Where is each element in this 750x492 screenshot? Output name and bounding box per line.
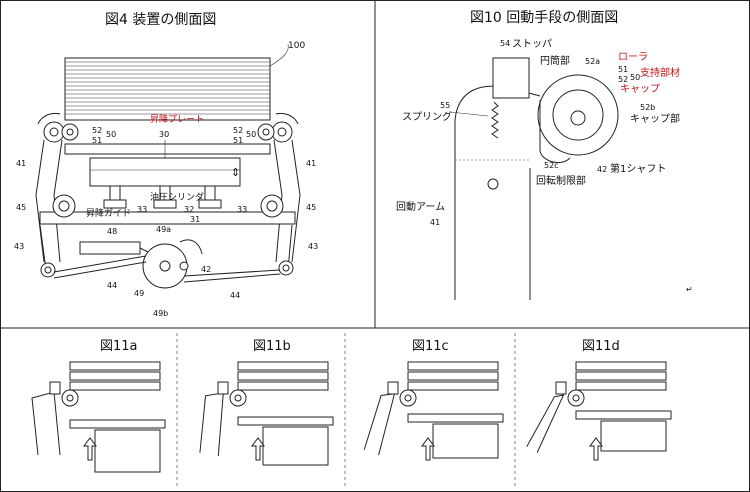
label-52-left: 52 [92,126,102,135]
label-43-left: 43 [14,242,24,251]
fig11b-title: 図11b [253,339,291,354]
fig4-hydraulic-cylinder [79,241,141,255]
label-spring: スプリング [402,110,452,123]
label-55: 55 [440,101,450,110]
fig4-cylinder-block [89,157,241,187]
label-42: 42 [597,165,607,174]
fig4-roller-left [37,112,79,143]
fig11c-title: 図11c [412,339,449,354]
fig4-lift-plate [64,143,271,155]
label-rotating-arm: 回動アーム [396,200,445,213]
fig4-arm-right [291,139,301,263]
label-52a: 52a [585,57,600,66]
label-lift-guide: 昇降ガイド [86,207,131,219]
label-hydraulic-cylinder: 油圧シリンダ [150,191,204,203]
up-down-arrow: ⇕ [231,166,240,179]
label-support-member: 支持部材 [640,66,680,79]
fig11-step-d [526,361,672,461]
fig10-stopper [492,57,530,99]
label-33-right: 33 [237,205,247,214]
fig10-panel: 図10 回動手段の側面図 54 ストッパ 55 スプリング 円筒部 52a ロー… [396,10,693,300]
fig10-spring [491,101,499,139]
return-mark: ↵ [686,285,693,294]
label-41: 41 [430,218,440,227]
fig4-panel: 図4 装置の側面図 100 [14,12,318,318]
label-49: 49 [134,289,144,298]
label-49a: 49a [156,225,171,234]
label-52-right: 52 [233,126,243,135]
label-50-left: 50 [106,130,116,139]
label-50-right: 50 [246,130,256,139]
fig11-step-a [31,361,166,473]
fig4-roller-right [257,112,299,143]
fig10-title: 図10 回動手段の側面図 [470,10,618,26]
fig11-step-c [363,361,504,461]
label-42: 42 [201,265,211,274]
label-54: 54 [500,39,510,48]
label-49b: 49b [153,309,168,318]
fig11d-title: 図11d [582,339,620,354]
label-44-left: 44 [107,281,117,290]
leader-100 [269,43,289,67]
label-51-left: 51 [92,136,102,145]
label-30: 30 [159,130,169,139]
fig4-base-frame [39,211,296,225]
label-52c: 52c [544,161,559,170]
label-stopper: ストッパ [512,38,552,50]
fig10-rotating-arm [454,85,541,300]
label-44-right: 44 [230,291,240,300]
label-41-left: 41 [16,159,26,168]
label-lift-plate: 昇降プレート [150,113,204,125]
label-31: 31 [190,215,200,224]
label-first-shaft: 第1シャフト [610,162,666,175]
label-32: 32 [184,205,194,214]
label-50: 50 [630,73,640,82]
fig4-sheet-stack [64,57,271,121]
fig11a-title: 図11a [100,339,138,354]
fig11-panels [31,361,672,473]
fig11-step-b [199,361,334,466]
fig4-title: 図4 装置の側面図 [105,12,216,28]
label-cylinder-part: 円筒部 [540,54,570,67]
label-43-right: 43 [308,242,318,251]
label-cap: キャップ [620,83,660,95]
label-100: 100 [288,41,305,51]
label-roller: ローラ [618,51,648,63]
label-rotation-limiter: 回転制限部 [536,174,586,187]
label-52: 52 [618,75,628,84]
label-45-left: 45 [16,203,26,212]
fig4-arm-left [35,139,45,263]
label-45-right: 45 [306,203,316,212]
label-51: 51 [618,65,628,74]
label-41-right: 41 [306,159,316,168]
label-48: 48 [107,227,117,236]
label-33-left: 33 [137,205,147,214]
label-51-right: 51 [233,136,243,145]
label-cap-part: キャップ部 [630,112,680,125]
label-52b: 52b [640,103,655,112]
